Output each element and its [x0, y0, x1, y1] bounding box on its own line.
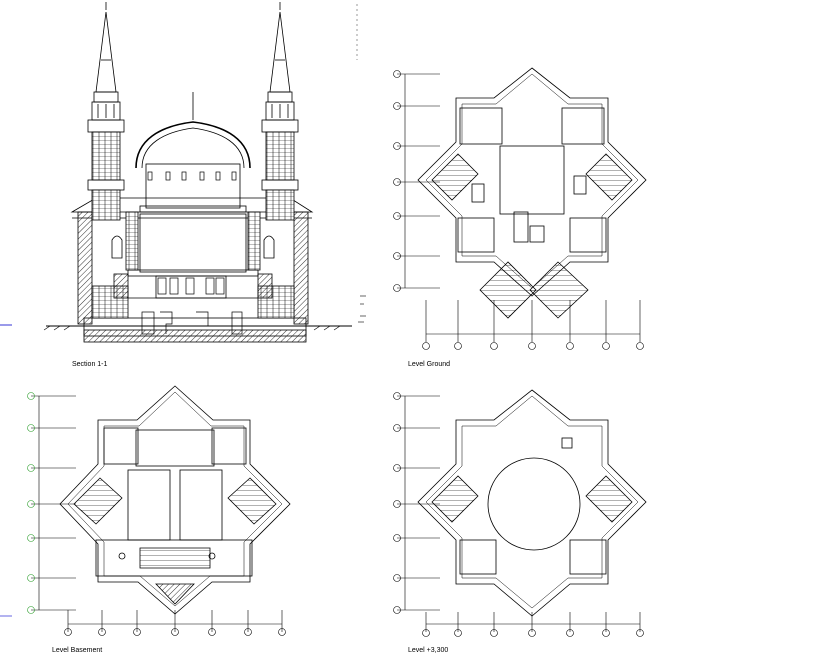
ground-plan-outline — [417, 67, 647, 297]
ground-grid-axis-horizontal — [422, 300, 644, 350]
dome-opening-circle — [487, 457, 581, 551]
section-wall-left — [77, 211, 93, 325]
basement-grid-axis-vertical — [0, 392, 76, 617]
section-wall-right — [293, 211, 309, 325]
basement-caption: Level Basement — [52, 647, 102, 654]
ground-caption: Level Ground — [408, 361, 450, 368]
ground-level-plan — [417, 67, 647, 319]
basement-grid-axis-horizontal — [64, 610, 286, 636]
basement-level-plan — [59, 385, 291, 615]
upper-grid-axis-vertical — [393, 392, 440, 614]
dome — [135, 92, 251, 213]
upper-grid-axis-horizontal — [422, 612, 644, 637]
section-elevation-view — [0, 2, 366, 343]
upper-level-plan — [417, 389, 647, 617]
upper-caption: Level +3,300 — [408, 647, 448, 654]
minaret-left — [87, 2, 125, 221]
minaret-right — [261, 2, 299, 221]
section-caption: Section 1-1 — [72, 361, 108, 368]
ground-grid-axis-vertical — [393, 70, 440, 292]
